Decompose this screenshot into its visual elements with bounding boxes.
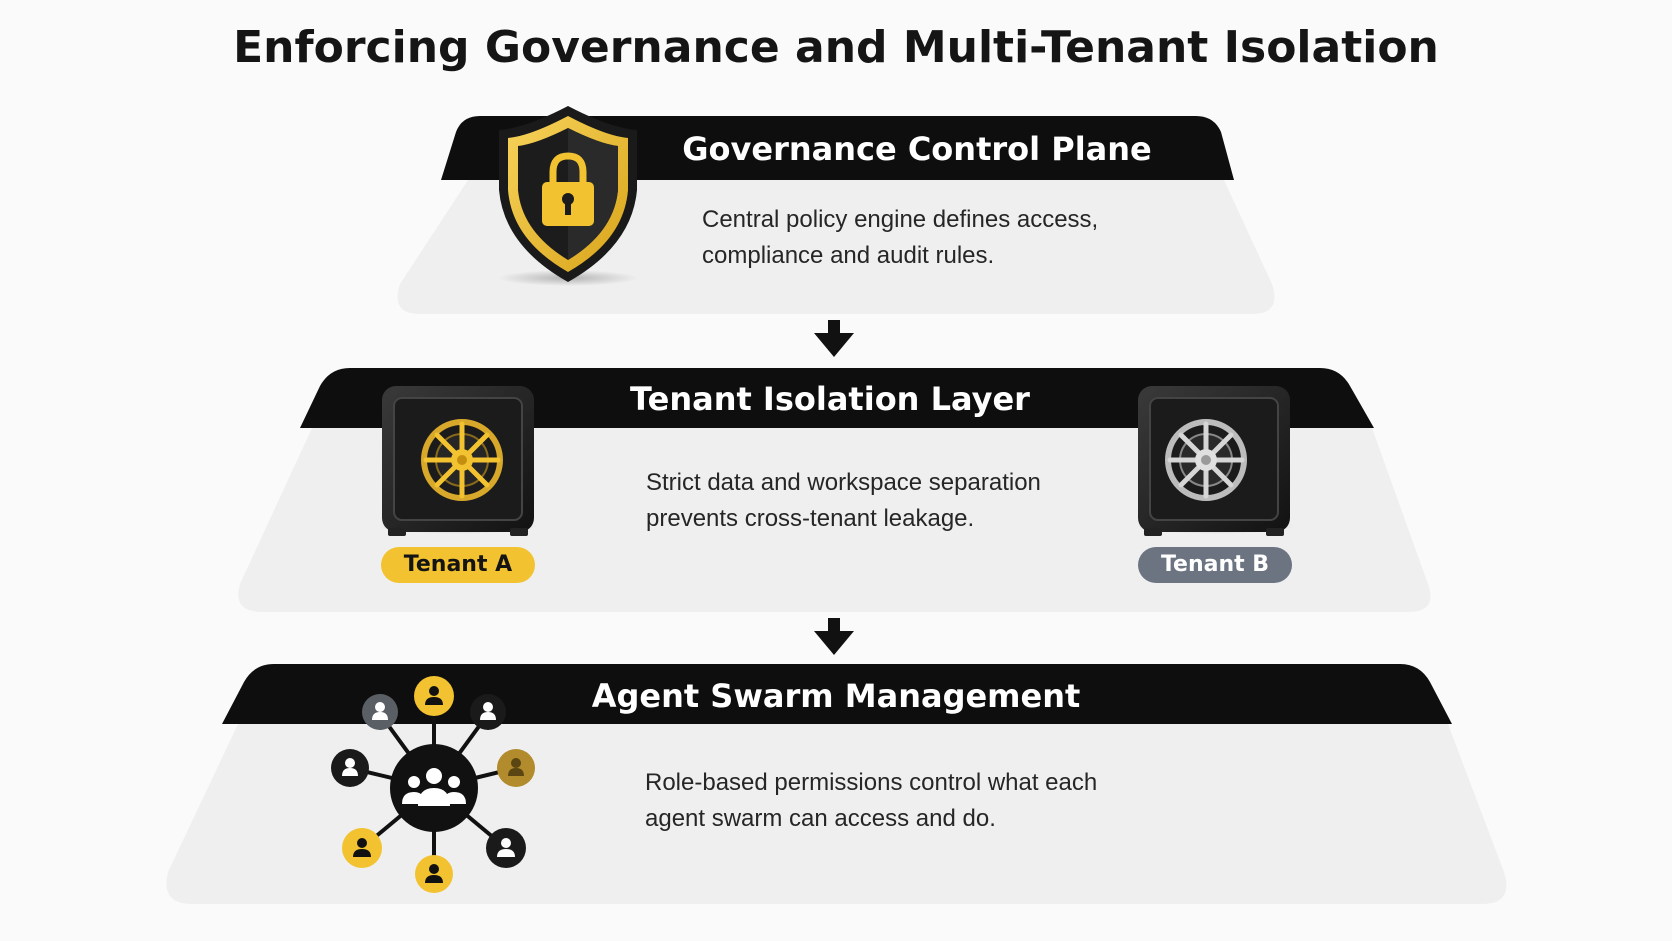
down-arrow-icon <box>814 618 854 655</box>
tier-agent-swarm: Agent Swarm Management <box>166 664 1507 904</box>
silver-vault-icon <box>1135 386 1295 536</box>
tier-tenant-isolation-heading: Tenant Isolation Layer <box>630 380 1030 418</box>
tier-tenant-isolation-panel <box>238 428 1431 612</box>
shield-lock-icon <box>498 106 638 286</box>
tier-governance-description: Central policy engine defines access, co… <box>702 206 1099 269</box>
agent-node <box>362 694 398 730</box>
agent-node <box>342 828 382 868</box>
agent-node <box>497 749 535 787</box>
tier-agent-swarm-band <box>222 664 1452 724</box>
gold-vault-icon <box>378 386 538 536</box>
agent-node <box>415 855 453 893</box>
tenant-a-label: Tenant A <box>381 547 535 583</box>
tier-tenant-isolation: Tenant Isolation Layer <box>238 368 1431 612</box>
agent-node <box>470 694 506 730</box>
tier-governance-heading: Governance Control Plane <box>682 130 1151 168</box>
agent-node <box>331 749 369 787</box>
tier-agent-swarm-description: Role-based permissions control what each… <box>645 769 1098 832</box>
tier-governance: Governance Control Plane <box>397 106 1275 314</box>
tier-tenant-isolation-description: Strict data and workspace separation pre… <box>646 469 1041 532</box>
tier-governance-band <box>441 116 1234 180</box>
down-arrow-icon <box>814 320 854 357</box>
page-title: Enforcing Governance and Multi-Tenant Is… <box>233 22 1439 73</box>
tier-agent-swarm-heading: Agent Swarm Management <box>592 677 1081 715</box>
agent-node <box>486 828 526 868</box>
agent-network-icon <box>331 676 535 893</box>
tenant-b-label: Tenant B <box>1138 547 1292 583</box>
agent-node <box>414 676 454 716</box>
tier-tenant-isolation-band <box>300 368 1374 428</box>
